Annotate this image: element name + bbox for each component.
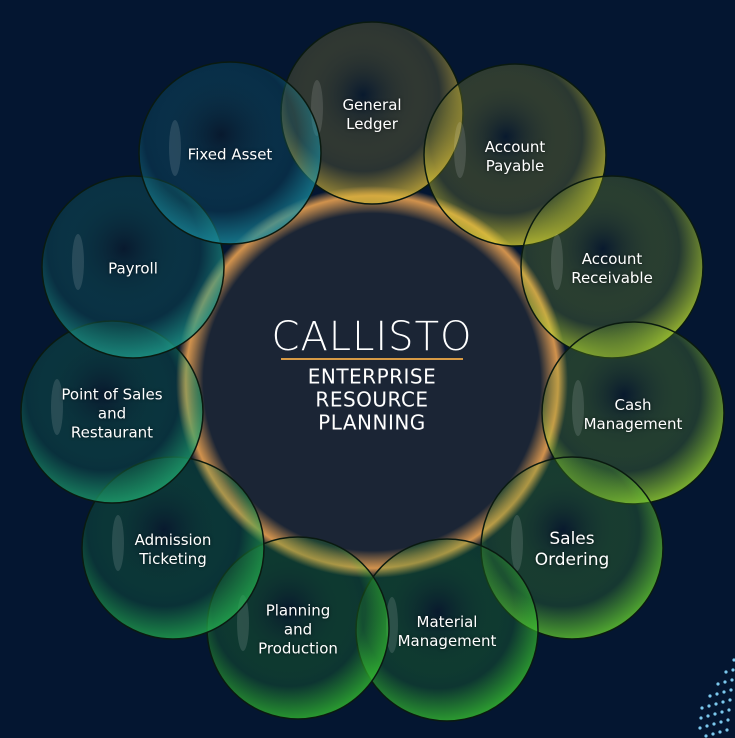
dot [721,700,725,704]
dot [707,704,711,708]
module-label-line: Payable [485,157,545,175]
dot [711,732,715,736]
dot [725,728,729,732]
dot [730,678,734,682]
module-label-line: Admission [134,531,212,549]
dot [723,680,727,684]
center-subtitle: ENTERPRISE RESOURCE PLANNING [307,364,437,435]
dot [719,720,723,724]
dot [716,682,720,686]
module-label-line: Point of Sales [61,385,163,404]
bubble-highlight [112,515,124,571]
dot [706,714,710,718]
dot [713,712,717,716]
dot [727,708,731,712]
bubble-highlight [551,234,563,290]
dot [700,706,704,710]
subtitle-line: RESOURCE [315,387,429,412]
dot [705,724,709,728]
dot [698,726,702,730]
module-label-line: Ledger [346,115,398,133]
dot [720,710,724,714]
dot [715,692,719,696]
dot [708,694,712,698]
module-label-line: and [97,404,127,423]
center-hub [176,186,568,578]
bubble-highlight [511,515,523,571]
dot [722,690,726,694]
dot [712,722,716,726]
center-title: CALLISTO [271,314,473,360]
subtitle-line: ENTERPRISE [307,364,437,389]
dot [699,716,703,720]
subtitle-line: PLANNING [318,410,426,435]
bubble-highlight [454,122,466,178]
dot [731,668,735,672]
dot [714,702,718,706]
dot [728,698,732,702]
module-bubble [138,61,322,245]
module-label: Payroll [108,260,158,279]
bubble-highlight [169,120,181,176]
module-label-line: Ticketing [139,550,207,568]
module-label: Fixed Asset [188,146,273,165]
module-label-line: Management [397,632,497,650]
module-label-line: Restaurant [70,423,154,442]
module-label-line: Cash [614,396,652,414]
module-label-line: Account [484,138,546,156]
module-label-line: Production [258,639,338,658]
module-label-line: Fixed Asset [187,145,273,164]
module-label-line: Account [581,250,643,268]
bubble-highlight [51,379,63,435]
dot [704,734,708,738]
bubble-highlight [72,234,84,290]
dot [726,718,730,722]
module-label-line: Material [416,613,478,631]
module-label-line: and [283,620,313,639]
module-label-line: Receivable [571,269,653,287]
dot [724,670,728,674]
dot [729,688,733,692]
module-label-line: Payroll [108,259,158,278]
module-label-line: Planning [265,601,331,620]
bubble-highlight [572,380,584,436]
decorative-dots [698,658,735,738]
module-label-line: Management [583,415,683,433]
center-divider [281,358,463,360]
dot [732,658,735,662]
module-label-line: Ordering [534,550,610,570]
dot [718,730,722,734]
module-label-line: Sales [549,529,595,549]
module-label-line: General [342,96,402,114]
